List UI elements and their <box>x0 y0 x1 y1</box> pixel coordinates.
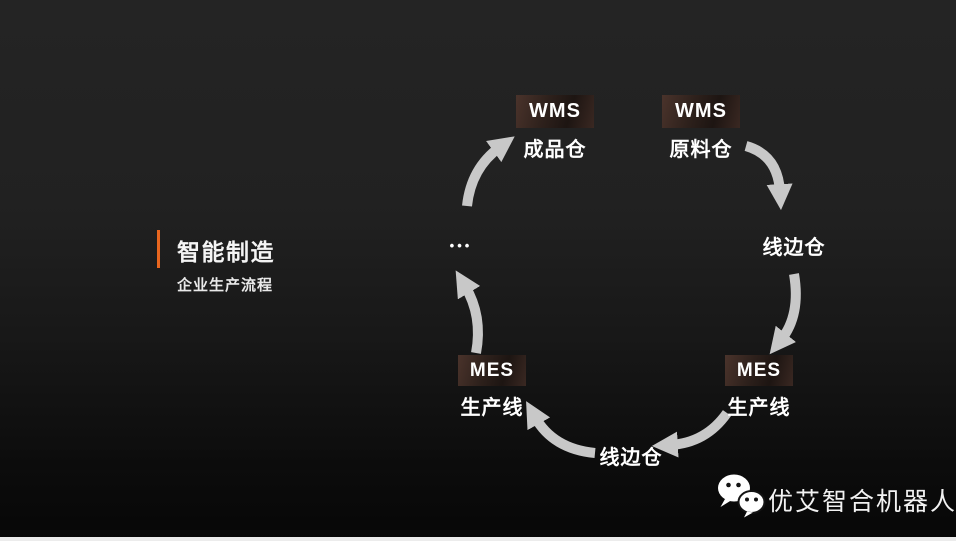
bottom-strip <box>0 537 956 541</box>
wms-finished-badge: WMS <box>516 95 594 128</box>
page-title: 智能制造 <box>177 239 275 265</box>
node-mes-right: MES 生产线 <box>709 355 809 420</box>
page-subtitle: 企业生产流程 <box>177 277 274 294</box>
wms-raw-badge: WMS <box>662 95 740 128</box>
mes-left-badge: MES <box>458 355 526 386</box>
cycle-ellipsis: ••• <box>449 238 473 253</box>
arrow-mes-left-to-dots <box>455 270 483 354</box>
arrow-lineside-right-to-mes-right <box>769 273 801 355</box>
node-wms-finished: WMS 成品仓 <box>505 95 605 162</box>
brand-name: 优艾智合机器人 <box>768 488 956 516</box>
wechat-icon <box>718 474 766 518</box>
mes-right-badge: MES <box>725 355 793 386</box>
node-lineside-right: 线边仓 <box>762 237 826 259</box>
arrow-mes-right-to-lineside-bottom <box>651 410 732 458</box>
node-wms-raw: WMS 原料仓 <box>651 95 751 162</box>
arrow-lineside-bottom-to-mes-left <box>526 401 596 458</box>
arrow-raw-to-lineside-right <box>744 141 793 211</box>
accent-bar <box>157 230 160 268</box>
arrow-dots-to-finished <box>462 136 515 207</box>
wms-raw-label: 原料仓 <box>669 139 733 161</box>
node-lineside-bottom: 线边仓 <box>599 447 663 469</box>
mes-right-label: 生产线 <box>727 397 791 419</box>
mes-left-label: 生产线 <box>460 397 524 419</box>
wms-finished-label: 成品仓 <box>523 139 587 161</box>
node-mes-left: MES 生产线 <box>442 355 542 420</box>
